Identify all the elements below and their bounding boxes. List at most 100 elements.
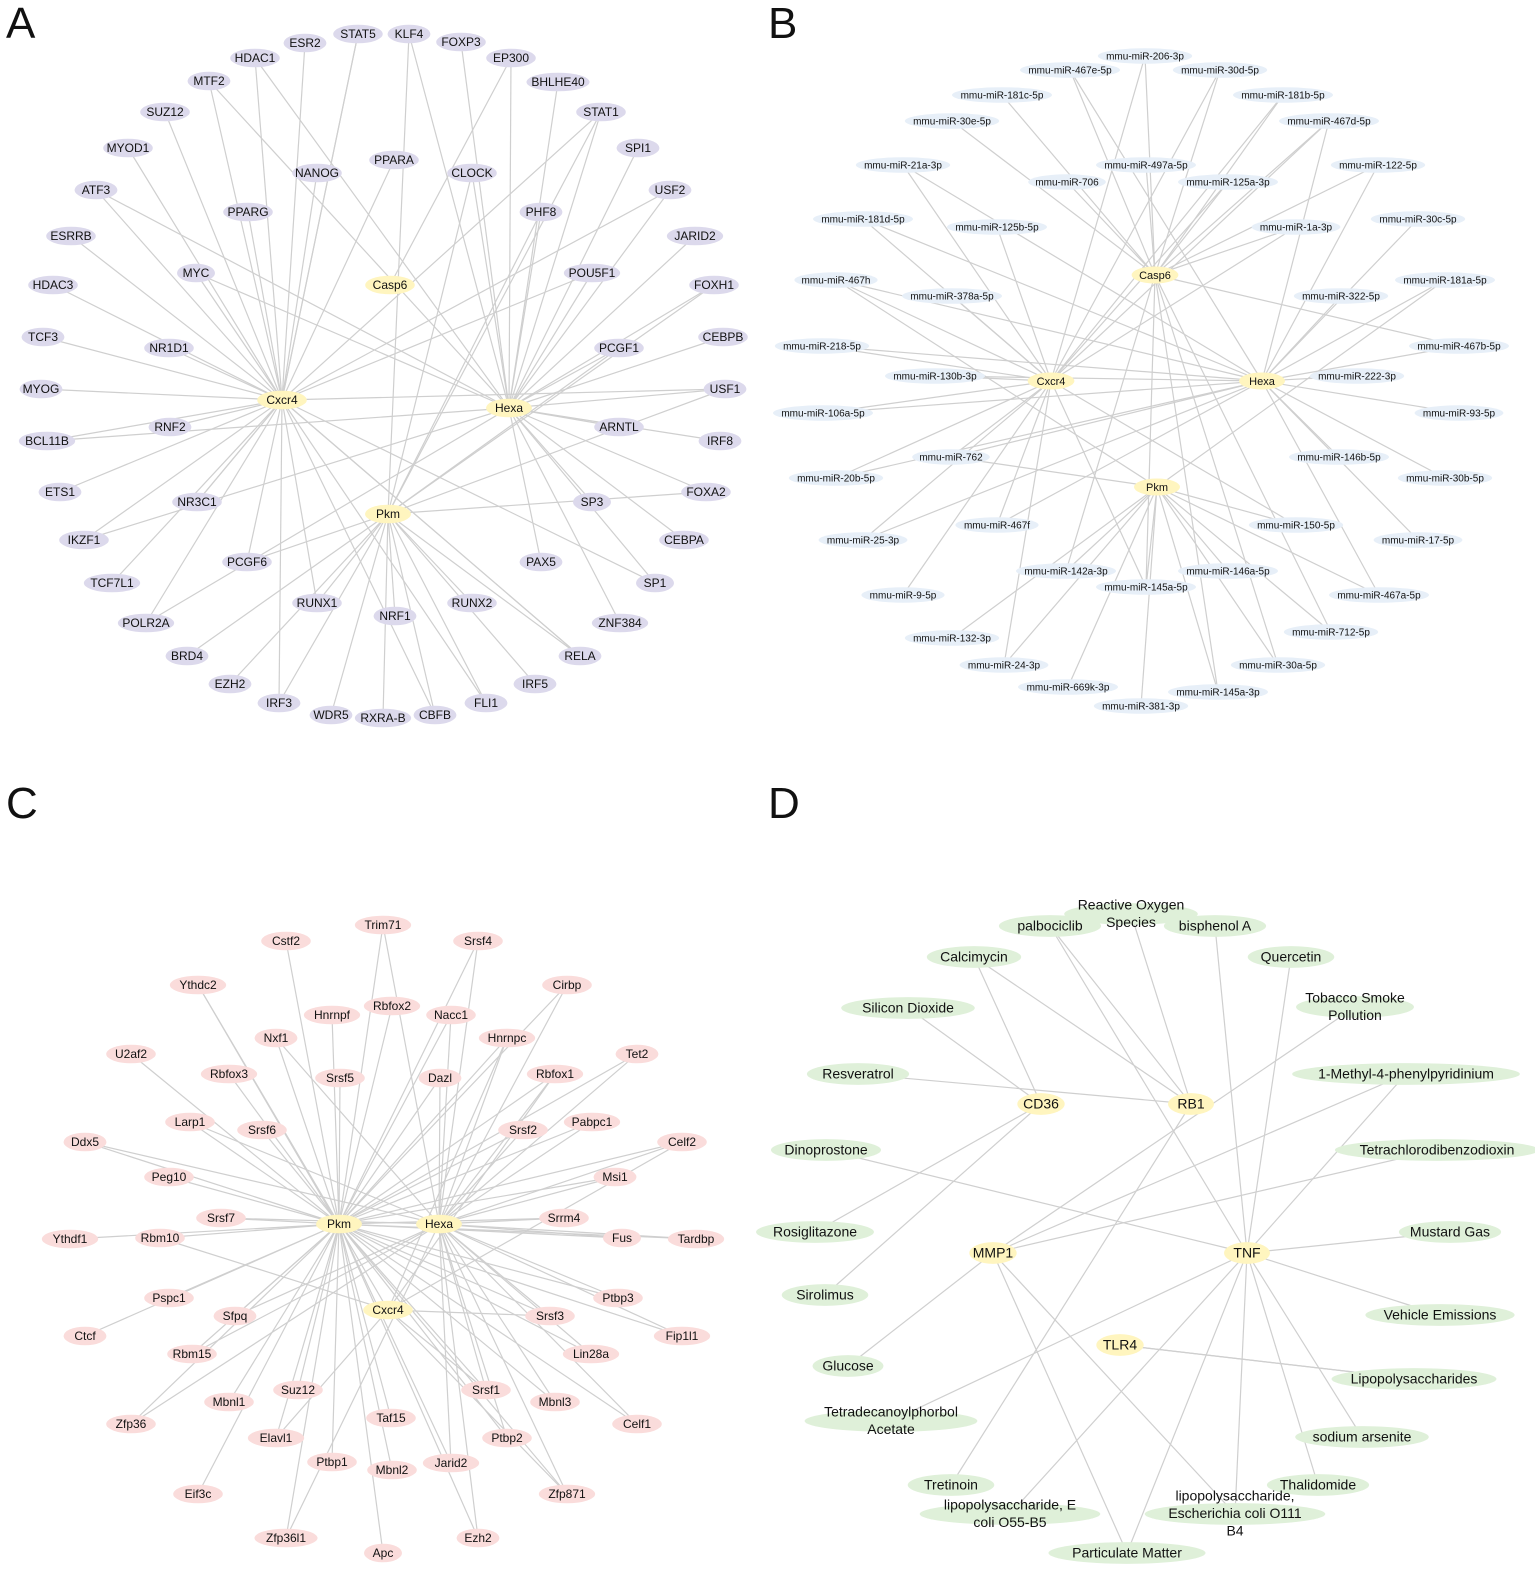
node-c-36-label: Rbm15 — [173, 1347, 212, 1361]
node-b-13: mmu-miR-125b-5p — [947, 219, 1047, 235]
node-c-45-label: Elavl1 — [260, 1431, 293, 1445]
edge-b-51 — [996, 380, 1052, 526]
node-c-31-shape — [593, 1288, 643, 1308]
node-b-42-label: mmu-miR-30a-5p — [1239, 661, 1317, 672]
node-d-16-label: Lipopolysaccharides — [1351, 1371, 1478, 1387]
node-a-27: PCGF1 — [594, 338, 644, 358]
node-c-30: Pspc1 — [144, 1288, 194, 1308]
edge-b-29 — [835, 279, 1158, 488]
node-a-7-shape — [526, 72, 590, 92]
node-d-9-shape — [770, 1139, 882, 1161]
edge-a-35 — [281, 272, 593, 401]
node-b-43-label: mmu-miR-669k-3p — [1027, 683, 1110, 694]
edge-c-37 — [338, 1141, 683, 1225]
node-c-44-label: Celf1 — [623, 1417, 651, 1431]
node-d-3-shape — [926, 946, 1022, 968]
edge-c-6 — [197, 984, 389, 1311]
hub-a-pkm-shape — [365, 504, 411, 524]
edge-c-92 — [387, 1309, 568, 1495]
node-c-1: Cstf2 — [261, 931, 311, 951]
edge-c-89 — [197, 1223, 340, 1495]
node-b-38: mmu-miR-467a-5p — [1329, 587, 1429, 603]
node-a-55-shape — [309, 705, 353, 725]
node-a-31-shape — [148, 417, 192, 437]
edge-c-56 — [438, 1223, 619, 1299]
hub-d-rb1-shape — [1168, 1093, 1214, 1115]
edge-c-34 — [438, 1129, 524, 1225]
node-a-44-shape — [636, 573, 674, 593]
node-b-18: mmu-miR-181a-5p — [1395, 272, 1495, 288]
node-a-3: KLF4 — [387, 24, 431, 44]
node-c-26: Ythdf1 — [41, 1229, 99, 1249]
node-b-21-shape — [1409, 338, 1509, 354]
node-c-19-label: Srsf2 — [509, 1123, 537, 1137]
node-a-34-label: IRF8 — [707, 434, 733, 448]
edge-c-75 — [228, 1223, 340, 1403]
edge-d-17 — [890, 1252, 1248, 1422]
node-a-36-shape — [681, 482, 731, 502]
edge-c-48 — [159, 1223, 340, 1239]
edge-b-18 — [1050, 181, 1229, 382]
node-b-39-shape — [904, 630, 1000, 646]
node-d-20: Thalidomide — [1266, 1474, 1370, 1496]
edge-c-39 — [387, 1141, 683, 1311]
edge-a-34 — [508, 272, 593, 409]
node-c-30-label: Pspc1 — [152, 1291, 186, 1305]
edge-c-53 — [438, 1223, 697, 1240]
node-a-18: PHF8 — [519, 202, 563, 222]
node-c-33-label: Srsf3 — [536, 1309, 564, 1323]
node-c-17-shape — [237, 1120, 287, 1140]
node-b-17: mmu-miR-378a-5p — [902, 288, 1002, 304]
edge-b-23 — [996, 226, 1052, 382]
node-c-39-shape — [461, 1380, 511, 1400]
node-b-32: mmu-miR-25-3p — [818, 532, 908, 548]
edge-b-54 — [1050, 380, 1297, 526]
node-b-42-shape — [1230, 657, 1326, 673]
node-c-18-shape — [563, 1112, 621, 1132]
node-d-12-label: Mustard Gas — [1410, 1224, 1490, 1240]
node-b-15-shape — [1370, 211, 1466, 227]
edge-c-18 — [130, 1053, 340, 1225]
edge-d-3 — [1214, 925, 1248, 1254]
node-b-35-shape — [1178, 563, 1278, 579]
edge-d-2 — [1130, 913, 1192, 1105]
node-c-4-shape — [542, 975, 592, 995]
node-c-35-label: Fip1l1 — [666, 1329, 699, 1343]
edge-d-14 — [1246, 1252, 1441, 1316]
edge-d-4 — [1246, 956, 1292, 1254]
node-b-29-shape — [1397, 470, 1493, 486]
edge-d-27 — [973, 956, 1042, 1105]
node-c-25-shape — [539, 1208, 589, 1228]
edge-d-25 — [1126, 1252, 1248, 1554]
node-c-0: Trim71 — [354, 915, 412, 935]
node-a-18-label: PHF8 — [526, 205, 557, 219]
node-c-6: Rbfox2 — [363, 996, 421, 1016]
node-b-23-label: mmu-miR-222-3p — [1318, 372, 1396, 383]
edge-c-85 — [331, 1223, 340, 1463]
edge-d-22 — [992, 1252, 1236, 1515]
edge-c-81 — [275, 1223, 340, 1439]
node-a-37-label: NR3C1 — [177, 495, 217, 509]
edge-a-11 — [508, 81, 559, 409]
node-c-53-label: Ezh2 — [464, 1531, 492, 1545]
edge-d-18 — [1246, 1252, 1363, 1438]
hub-d-tnf-label: TNF — [1233, 1245, 1260, 1261]
node-d-19-shape — [907, 1474, 995, 1496]
node-b-9: mmu-miR-706 — [1028, 174, 1106, 190]
edge-c-10 — [338, 1005, 393, 1225]
edge-a-45 — [387, 388, 726, 515]
node-b-26: mmu-miR-762 — [912, 449, 990, 465]
node-c-28-shape — [603, 1228, 641, 1248]
node-a-27-shape — [594, 338, 644, 358]
node-d-10-label: Tetrachlorodibenzodioxin — [1360, 1142, 1515, 1158]
node-a-41: TCF7L1 — [83, 573, 141, 593]
node-d-21-shape — [919, 1503, 1101, 1525]
edge-d-13 — [824, 1103, 1042, 1296]
node-d-18-shape — [1295, 1426, 1429, 1448]
node-a-23: POU5F1 — [563, 263, 621, 283]
node-d-3-label: Calcimycin — [940, 949, 1008, 965]
